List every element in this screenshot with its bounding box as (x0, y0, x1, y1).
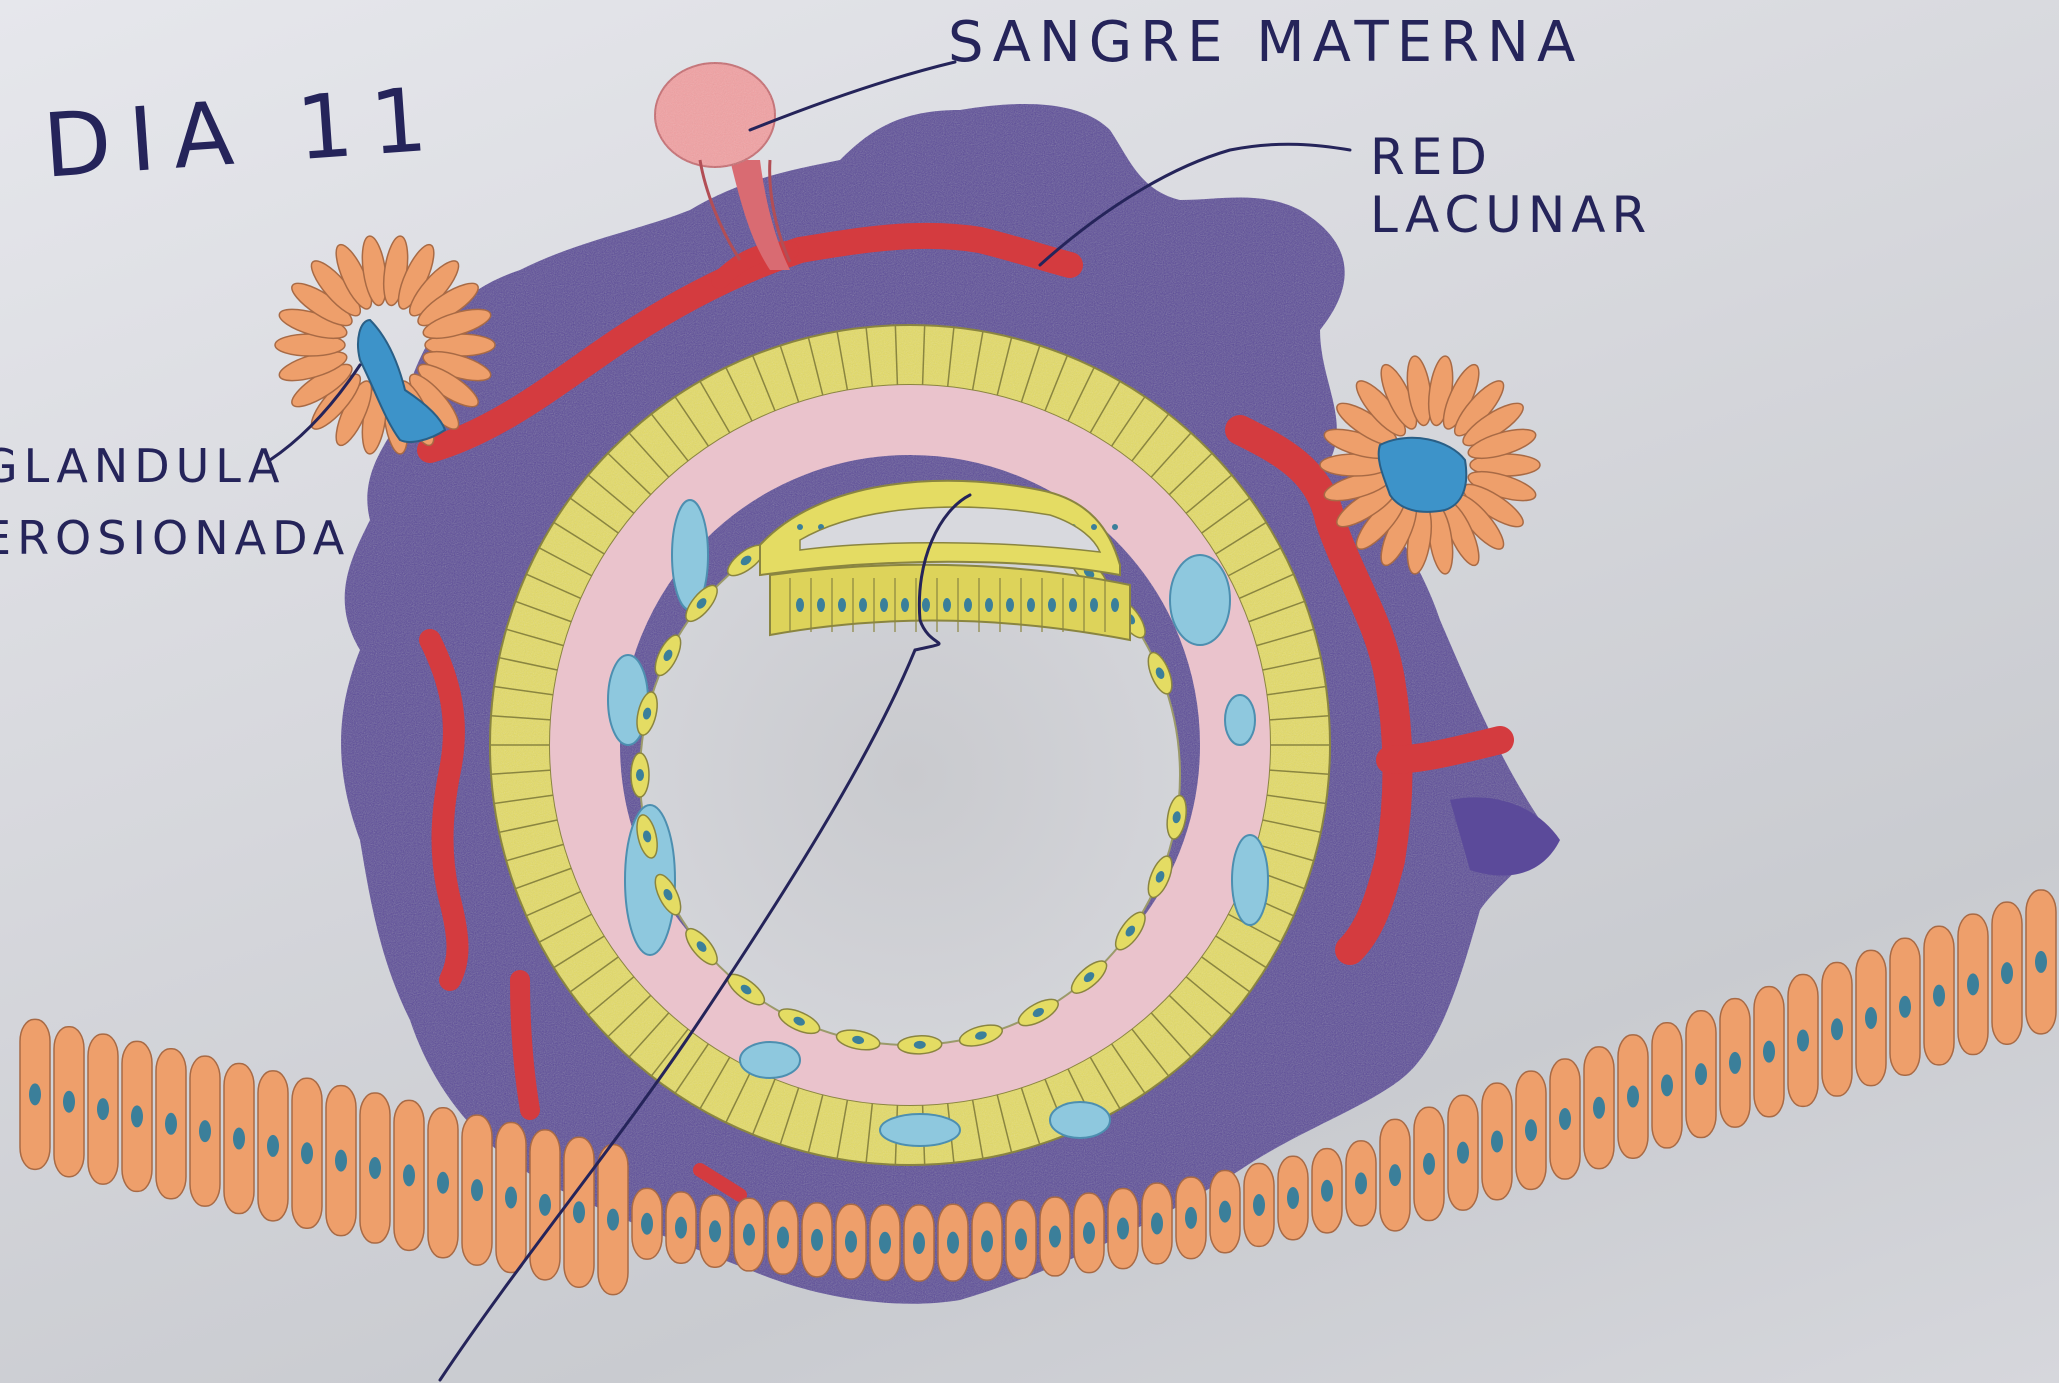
label-red-lacunar-line2: LACUNAR (1370, 186, 1652, 244)
label-red-lacunar-line1: RED (1370, 128, 1652, 186)
label-glandula-line2: EROSIONADA (0, 502, 350, 574)
label-sangre-materna: SANGRE MATERNA (948, 10, 1583, 75)
label-glandula-line1: GLANDULA (0, 430, 350, 502)
label-red-lacunar: RED LACUNAR (1370, 128, 1652, 244)
label-glandula-erosionada: GLANDULA EROSIONADA (0, 430, 350, 574)
